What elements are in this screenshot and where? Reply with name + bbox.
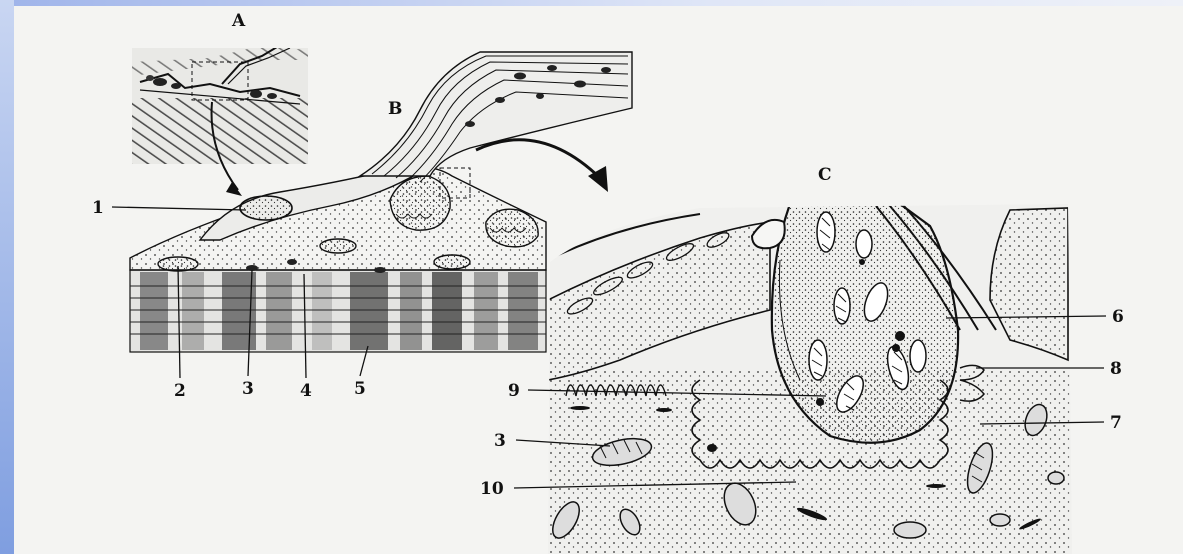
panel-c-label: C — [818, 165, 832, 185]
panel-b-label: B — [388, 99, 402, 119]
schwann-nucleus — [240, 196, 292, 220]
label-3-left: 3 — [242, 379, 254, 399]
panel-a-inset: A — [132, 11, 308, 196]
leader-1 — [112, 207, 246, 210]
label-2: 2 — [174, 381, 186, 401]
muscle-nucleus-3 — [434, 255, 470, 269]
muscle-nucleus-2 — [320, 239, 356, 253]
label-7: 7 — [1110, 413, 1122, 433]
label-10: 10 — [480, 479, 504, 499]
arrow-b-to-c — [476, 140, 600, 178]
label-9: 9 — [508, 381, 520, 401]
panel-a-label: A — [231, 11, 246, 31]
label-1: 1 — [92, 198, 104, 218]
label-8: 8 — [1110, 359, 1122, 379]
label-5: 5 — [354, 379, 366, 399]
label-3-right: 3 — [494, 431, 506, 451]
label-6: 6 — [1112, 307, 1124, 327]
label-4: 4 — [300, 381, 312, 401]
panel-c-synapse: C — [547, 165, 1072, 554]
